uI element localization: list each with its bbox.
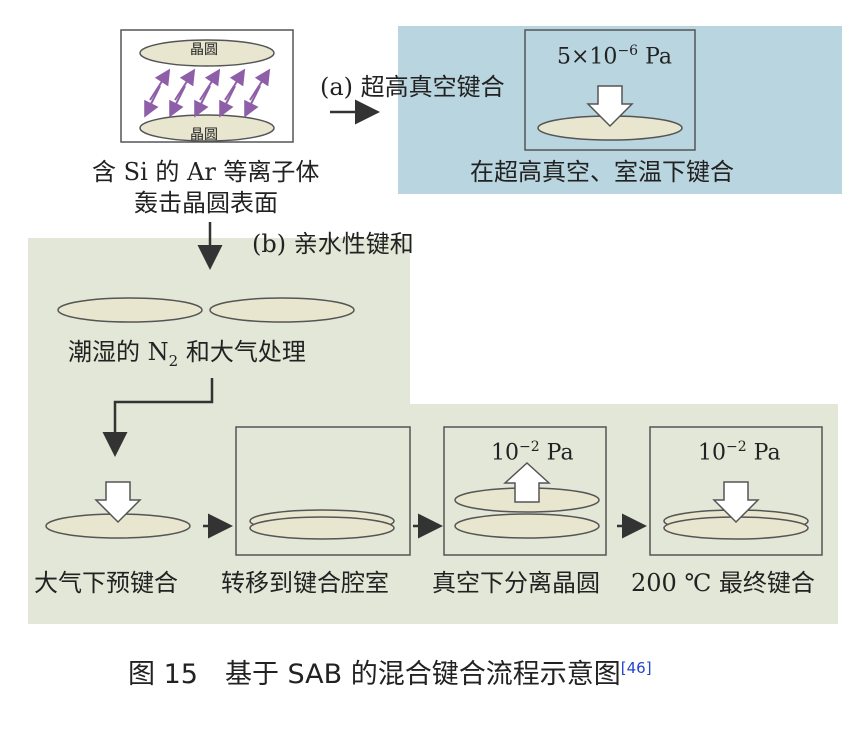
step-separate-label: 真空下分离晶圆 <box>432 569 600 597</box>
bottom-wafer-label: 晶圆 <box>190 127 218 143</box>
step-prebond-label: 大气下预键合 <box>34 569 178 597</box>
final-bond-pressure: 10−2 Pa <box>698 439 781 466</box>
arrow-to-prebond <box>102 378 214 457</box>
uhv-caption: 在超高真空、室温下键合 <box>470 158 734 186</box>
separation-pressure: 10−2 Pa <box>491 439 574 466</box>
treated-wafer-left <box>57 297 203 323</box>
figure-caption: 图 15 基于 SAB 的混合键合流程示意图[46] <box>128 659 652 690</box>
uhv-branch-label: (a) 超高真空键合 <box>320 73 505 101</box>
separation-chamber-box <box>443 426 607 556</box>
final-press-arrow <box>712 481 760 524</box>
uhv-chamber-box <box>524 29 696 151</box>
press-down-arrow <box>586 85 634 128</box>
treatment-label: 潮湿的 N2 和大气处理 <box>68 338 306 370</box>
plasma-desc-line1: 含 Si 的 Ar 等离子体 <box>92 158 320 186</box>
top-wafer <box>139 39 275 67</box>
plasma-desc-line2: 轰击晶圆表面 <box>134 189 278 217</box>
transfer-wafer-bottom <box>249 516 395 540</box>
top-wafer-label: 晶圆 <box>190 42 218 58</box>
uhv-pressure: 5×10−6 Pa <box>557 43 673 70</box>
ion-arrows <box>144 68 271 118</box>
prebond-press-arrow <box>94 481 142 524</box>
hydrophilic-branch-label: (b) 亲水性键和 <box>252 230 414 258</box>
bonding-chamber-box <box>235 426 411 556</box>
final-bond-chamber-box <box>649 426 823 556</box>
treated-wafer-right <box>209 297 355 323</box>
step-final-bond-label: 200 ℃ 最终键合 <box>631 569 815 597</box>
separated-wafer-bottom <box>454 513 600 539</box>
lift-up-arrow <box>503 461 551 503</box>
step-transfer-label: 转移到键合腔室 <box>221 569 389 597</box>
